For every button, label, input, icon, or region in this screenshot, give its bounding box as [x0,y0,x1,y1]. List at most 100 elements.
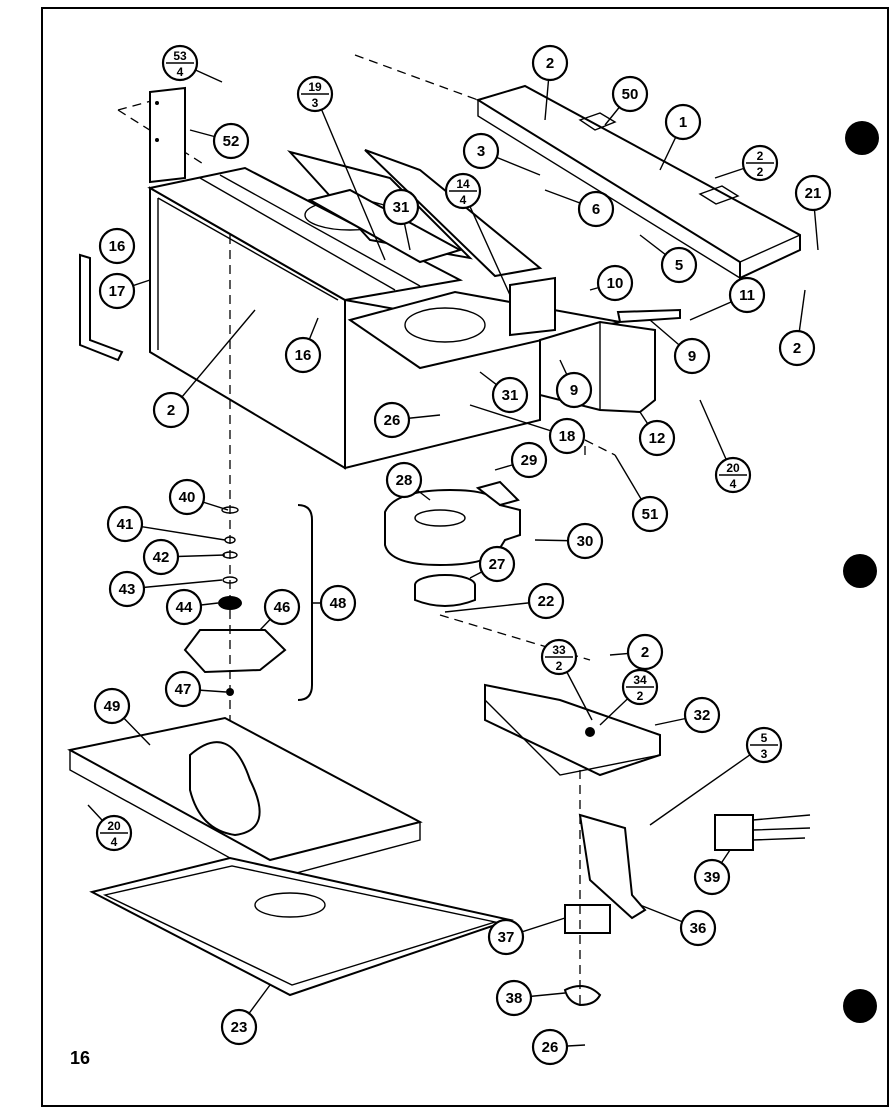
bottom-pan [89,856,514,997]
fraction-callout-14-4: 144 [444,172,482,210]
stirrer-tray [67,716,423,881]
callout-label: 39 [704,869,721,886]
fraction-callout-5-3: 53 [745,726,783,764]
callout-label: 51 [642,506,659,523]
callout-label: 16 [295,347,312,364]
callout-circle [548,417,586,455]
leader-line [462,190,511,296]
callout-circle [165,588,203,626]
callout-label: 26 [384,412,401,429]
callout-bubble-9: 9 [673,337,711,375]
assembly-line-top2 [117,99,156,111]
callout-label: 41 [117,516,134,533]
callout-bubble-50: 50 [611,75,649,113]
callout-bubble-9: 9 [555,371,593,409]
page-border [41,7,889,1107]
fraction-callout-33-2: 332 [540,638,578,676]
callout-bubble-51: 51 [631,495,669,533]
callout-circle [626,633,664,671]
fraction-top: 33 [552,643,566,657]
callout-label: 31 [393,199,410,216]
callout-circle [631,495,669,533]
callout-label: 9 [688,348,696,365]
callout-label: 12 [649,430,666,447]
callout-label: 47 [175,681,192,698]
callout-bubble-46: 46 [263,588,301,626]
callout-circle [385,461,423,499]
callout-circle [212,122,250,160]
callout-label: 1 [679,114,687,131]
binder-hole-top [845,121,879,155]
fan-plate [347,276,621,370]
fraction-top: 20 [107,819,121,833]
relay-bracket [578,813,647,920]
fraction-bottom: 4 [460,193,467,207]
callout-label: 43 [119,581,136,598]
callout-bubble-3: 3 [462,132,500,170]
callout-label: 48 [330,595,347,612]
callout-bubble-1: 1 [664,103,702,141]
callout-bubble-23: 23 [220,1008,258,1046]
callout-circle [220,1008,258,1046]
callout-bubble-29: 29 [510,441,548,479]
callout-bubble-17: 17 [98,272,136,310]
callout-bubble-30: 30 [566,522,604,560]
fraction-callout-2-2: 22 [741,144,779,182]
callout-circle [319,584,357,622]
callout-label: 2 [641,644,649,661]
callout-bubble-39: 39 [693,858,731,896]
callout-bubble-38: 38 [495,979,533,1017]
callout-label: 52 [223,133,240,150]
callout-label: 29 [521,452,538,469]
callout-label: 3 [477,143,485,160]
assembly-line-duct [584,438,616,456]
left-bracket [79,253,124,362]
fraction-bottom: 4 [111,835,118,849]
blower-wheel [414,574,476,607]
callout-bubble-31: 31 [491,376,529,414]
binder-hole-middle [843,554,877,588]
callout-bubble-44: 44 [165,588,203,626]
callout-bubble-16: 16 [284,336,322,374]
fraction-top: 53 [173,49,187,63]
callout-bubble-43: 43 [108,570,146,608]
callout-circle [373,401,411,439]
callout-bubble-2: 2 [531,44,569,82]
callout-label: 21 [805,185,822,202]
callout-circle [142,538,180,576]
callout-circle [527,582,565,620]
callout-circle [164,670,202,708]
callout-circle [660,246,698,284]
callout-bubble-5: 5 [660,246,698,284]
fraction-top: 14 [456,177,470,191]
callout-label: 32 [694,707,711,724]
callout-circle [108,570,146,608]
callout-circle [98,272,136,310]
callout-circle [611,75,649,113]
callout-bubble-31: 31 [382,188,420,226]
callout-bubble-36: 36 [679,909,717,947]
callout-circle [491,376,529,414]
fraction-top: 5 [761,731,768,745]
callout-label: 49 [104,698,121,715]
callout-circle [638,419,676,457]
callout-bubble-40: 40 [168,478,206,516]
callout-circle [93,687,131,725]
relay-switch [564,904,611,934]
callout-label: 26 [542,1039,559,1056]
callout-circle [778,329,816,367]
callout-bubble-10: 10 [596,264,634,302]
callout-label: 27 [489,556,506,573]
leader-line [314,93,386,261]
callout-label: 2 [546,55,554,72]
callout-label: 42 [153,549,170,566]
assembly-line-mid [439,614,591,661]
callout-label: 23 [231,1019,248,1036]
callout-label: 2 [167,402,175,419]
callout-circle [683,696,721,734]
callout-circle [555,371,593,409]
small-fan [563,985,602,1007]
fraction-bottom: 2 [637,689,644,703]
